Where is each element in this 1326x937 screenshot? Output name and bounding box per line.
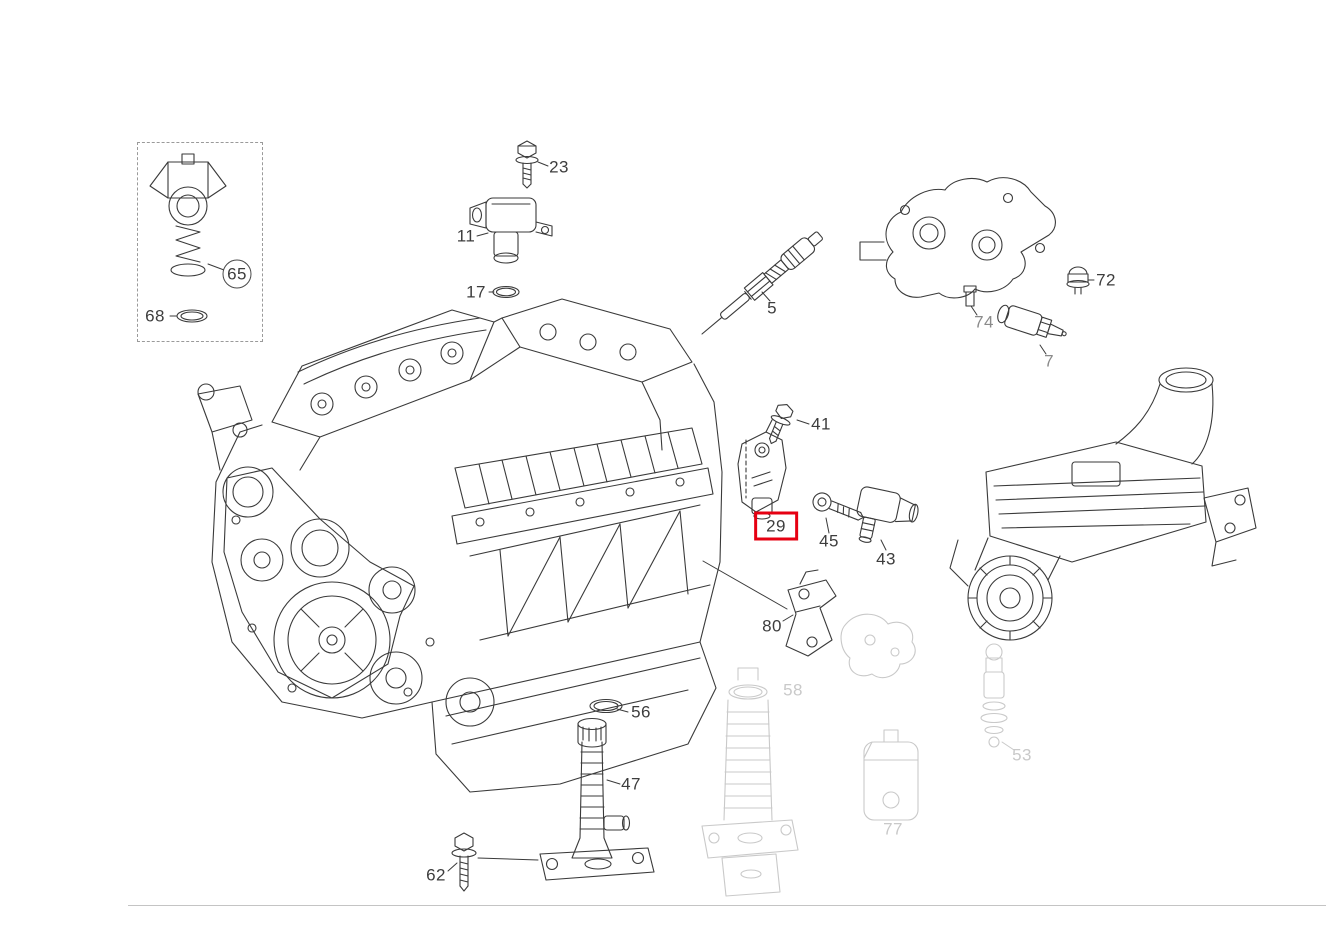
part-label-62[interactable]: 62 [426,865,446,885]
leader-lines [169,161,1095,872]
footer-divider [128,905,1326,906]
part-label-17[interactable]: 17 [466,282,486,302]
inset-box [137,142,263,342]
o-ring-17-drawing [492,285,520,299]
part-label-29[interactable]: 29 [754,511,798,541]
screw-45-drawing [812,492,864,521]
part-label-45[interactable]: 45 [819,531,839,551]
bolt-23-drawing [515,140,539,189]
part-label-74[interactable]: 74 [974,312,994,332]
o-ring-56-drawing [589,698,623,714]
part-label-11[interactable]: 11 [456,226,476,246]
temp-sensor-drawing [997,304,1067,338]
engine-assembly-drawing [197,298,788,793]
part-label-80[interactable]: 80 [762,616,782,636]
faint-oil-filter-assembly-drawing [701,667,799,897]
charge-air-cooler-drawing [949,367,1257,641]
stud-74-drawing [963,285,977,307]
bracket-80-drawing [785,569,837,657]
part-label-5[interactable]: 5 [767,298,777,318]
part-label-7[interactable]: 7 [1044,351,1054,371]
bolt-62-pointer-line [477,857,539,861]
coolant-housing-drawing [859,177,1056,299]
sensor-bracket-29-drawing [737,419,787,520]
pressure-sensor-43-drawing [856,486,919,543]
part-label-43[interactable]: 43 [876,549,896,569]
glow-plug-drawing [701,231,823,335]
part-label-56[interactable]: 56 [631,702,651,722]
bolt-41-drawing [768,404,794,445]
part-label-41[interactable]: 41 [811,414,831,434]
part-label-23[interactable]: 23 [549,157,569,177]
part-label-53[interactable]: 53 [1012,745,1032,765]
part-label-68[interactable]: 68 [145,306,165,326]
part-label-65[interactable]: 65 [222,259,252,289]
bolt-62-drawing [451,832,477,892]
faint-gasket-drawing [840,613,916,679]
plug-72-drawing [1066,266,1090,295]
faint-canister-77-drawing [863,729,919,821]
filler-tube-47-drawing [539,717,655,881]
part-label-77[interactable]: 77 [883,819,903,839]
part-label-72[interactable]: 72 [1096,270,1116,290]
part-label-47[interactable]: 47 [621,774,641,794]
thermostat-drawing [149,153,227,277]
camshaft-sensor-drawing [469,197,553,264]
part-label-58[interactable]: 58 [783,680,803,700]
faint-sensor-53-drawing [980,643,1015,751]
